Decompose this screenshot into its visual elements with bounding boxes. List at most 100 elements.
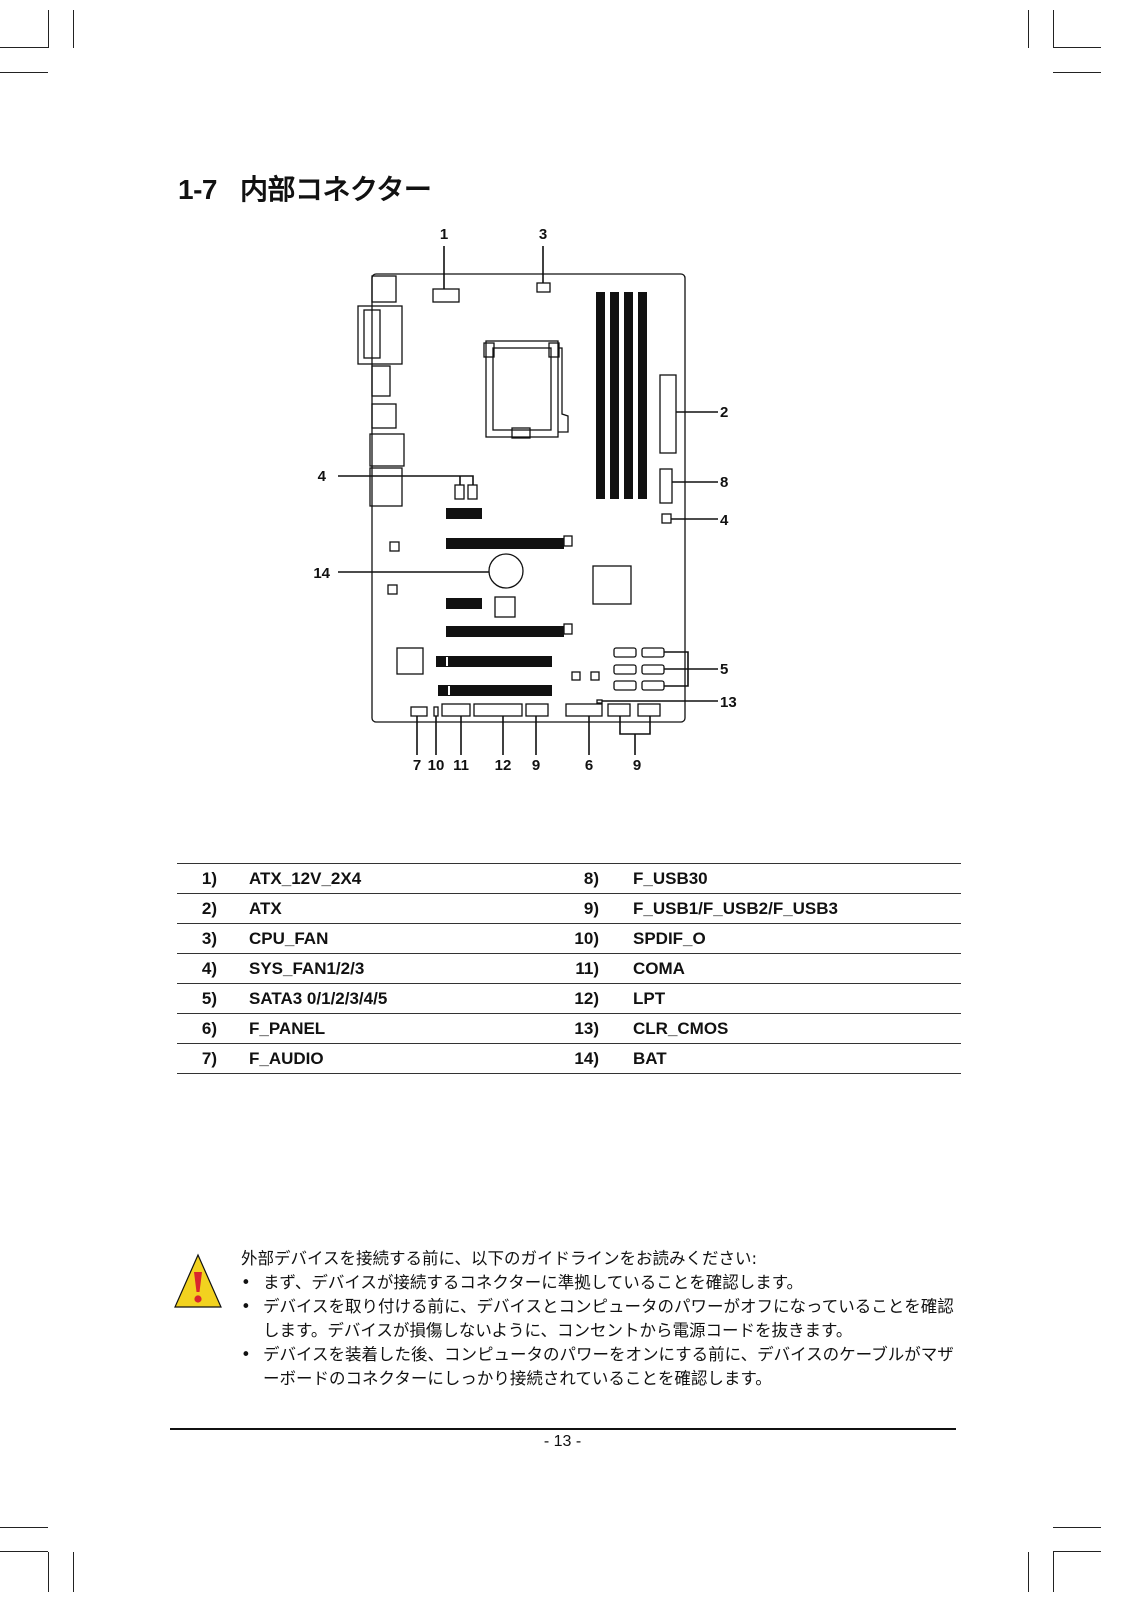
caution-item: まず、デバイスが接続するコネクターに準拠していることを確認します。 (241, 1271, 961, 1295)
crop-mark (0, 1527, 48, 1528)
connector-name: ATX_12V_2X4 (249, 863, 569, 894)
spacer-cell (599, 1043, 633, 1074)
io-usb (371, 403, 397, 429)
cpu-socket-inner (492, 347, 552, 431)
warning-icon (174, 1253, 222, 1308)
socket-latch (483, 342, 495, 358)
spdif-header (433, 706, 439, 717)
spacer-cell (217, 1043, 249, 1074)
front-panel-header (565, 703, 603, 717)
connector-name: ATX (249, 893, 569, 924)
spacer-cell (599, 983, 633, 1014)
dimm-slot (610, 292, 619, 499)
connector-name: SPDIF_O (633, 923, 961, 954)
connector-number: 6) (177, 1013, 217, 1044)
connector-name: CPU_FAN (249, 923, 569, 954)
page-number: - 13 - (543, 1433, 582, 1450)
atx12v-connector (432, 288, 460, 303)
chip (387, 584, 398, 595)
sata-port (613, 680, 637, 691)
callout-4-right: 4 (720, 512, 729, 529)
crop-mark (1028, 1552, 1029, 1592)
caution-item: デバイスを取り付ける前に、デバイスとコンピュータのパワーがオフになっていることを… (241, 1295, 961, 1343)
sata-port (641, 647, 665, 658)
sys-fan-header (661, 513, 672, 524)
caution-item: デバイスを装着した後、コンピュータのパワーをオンにする前に、デバイスのケーブルが… (241, 1343, 961, 1391)
connector-number: 2) (177, 893, 217, 924)
sata-port (613, 647, 637, 658)
crop-mark (48, 1552, 49, 1592)
spacer-cell (599, 953, 633, 984)
caution-intro: 外部デバイスを接続する前に、以下のガイドラインをお読みください: (241, 1249, 758, 1268)
pcie-x16-slot (446, 538, 564, 549)
callout-2: 2 (720, 404, 728, 421)
pci-slot (436, 656, 552, 667)
connector-number: 10) (569, 923, 599, 954)
chip (389, 541, 400, 552)
leader-line (664, 651, 718, 687)
dimm-slot (638, 292, 647, 499)
callout-6: 6 (585, 757, 593, 774)
spacer-cell (599, 863, 633, 894)
callout-1: 1 (440, 226, 448, 243)
crop-mark (1053, 1527, 1101, 1528)
pcie-x1-slot (446, 598, 482, 609)
dimm-slot (596, 292, 605, 499)
callout-12: 12 (495, 757, 512, 774)
battery (488, 553, 524, 589)
cpu-socket (485, 340, 559, 438)
section-number: 1-7 (178, 174, 217, 205)
caution-list: まず、デバイスが接続するコネクターに準拠していることを確認します。 デバイスを取… (241, 1271, 961, 1391)
dimm-slot (624, 292, 633, 499)
atx-connector (659, 374, 677, 454)
socket-latch (548, 342, 560, 358)
caution-notice: 外部デバイスを接続する前に、以下のガイドラインをお読みください: まず、デバイス… (241, 1247, 961, 1391)
connector-number: 13) (569, 1013, 599, 1044)
crop-mark (73, 10, 74, 48)
chipset (592, 565, 632, 605)
callout-10: 10 (428, 757, 445, 774)
connector-name: COMA (633, 953, 961, 984)
spacer-cell (599, 923, 633, 954)
connector-name: F_PANEL (249, 1013, 569, 1044)
slot-latch (563, 535, 573, 547)
usb-header (637, 703, 661, 717)
spacer-cell (217, 923, 249, 954)
board-outline (371, 273, 686, 723)
spacer-cell (599, 1013, 633, 1044)
slot-notch (446, 657, 448, 666)
crop-mark (1053, 10, 1054, 48)
connector-name: BAT (633, 1043, 961, 1074)
callout-14: 14 (313, 565, 330, 582)
connector-name: F_USB30 (633, 863, 961, 894)
leader-line (338, 475, 474, 485)
crop-mark (0, 72, 48, 73)
connector-number: 5) (177, 983, 217, 1014)
connector-name: LPT (633, 983, 961, 1014)
spacer-cell (217, 983, 249, 1014)
pci-slot (438, 685, 552, 696)
crop-mark (1053, 1552, 1054, 1592)
motherboard-diagram: 1 3 2 8 4 4 14 5 13 7 10 11 12 9 6 9 (313, 226, 737, 774)
connector-name: F_USB1/F_USB2/F_USB3 (633, 893, 961, 924)
usb30-header (659, 468, 673, 504)
connector-number: 9) (569, 893, 599, 924)
pcie-x16-slot (446, 626, 564, 637)
cpu-fan-header (536, 282, 551, 293)
io-vga-dvi (357, 305, 403, 365)
callout-13: 13 (720, 694, 737, 711)
spacer-cell (217, 953, 249, 984)
connector-name: SYS_FAN1/2/3 (249, 953, 569, 984)
footer-rule (170, 1428, 956, 1430)
leader-line (619, 716, 651, 755)
connector-number: 3) (177, 923, 217, 954)
spacer-cell (217, 863, 249, 894)
connector-number: 12) (569, 983, 599, 1014)
socket-latch (511, 427, 531, 439)
